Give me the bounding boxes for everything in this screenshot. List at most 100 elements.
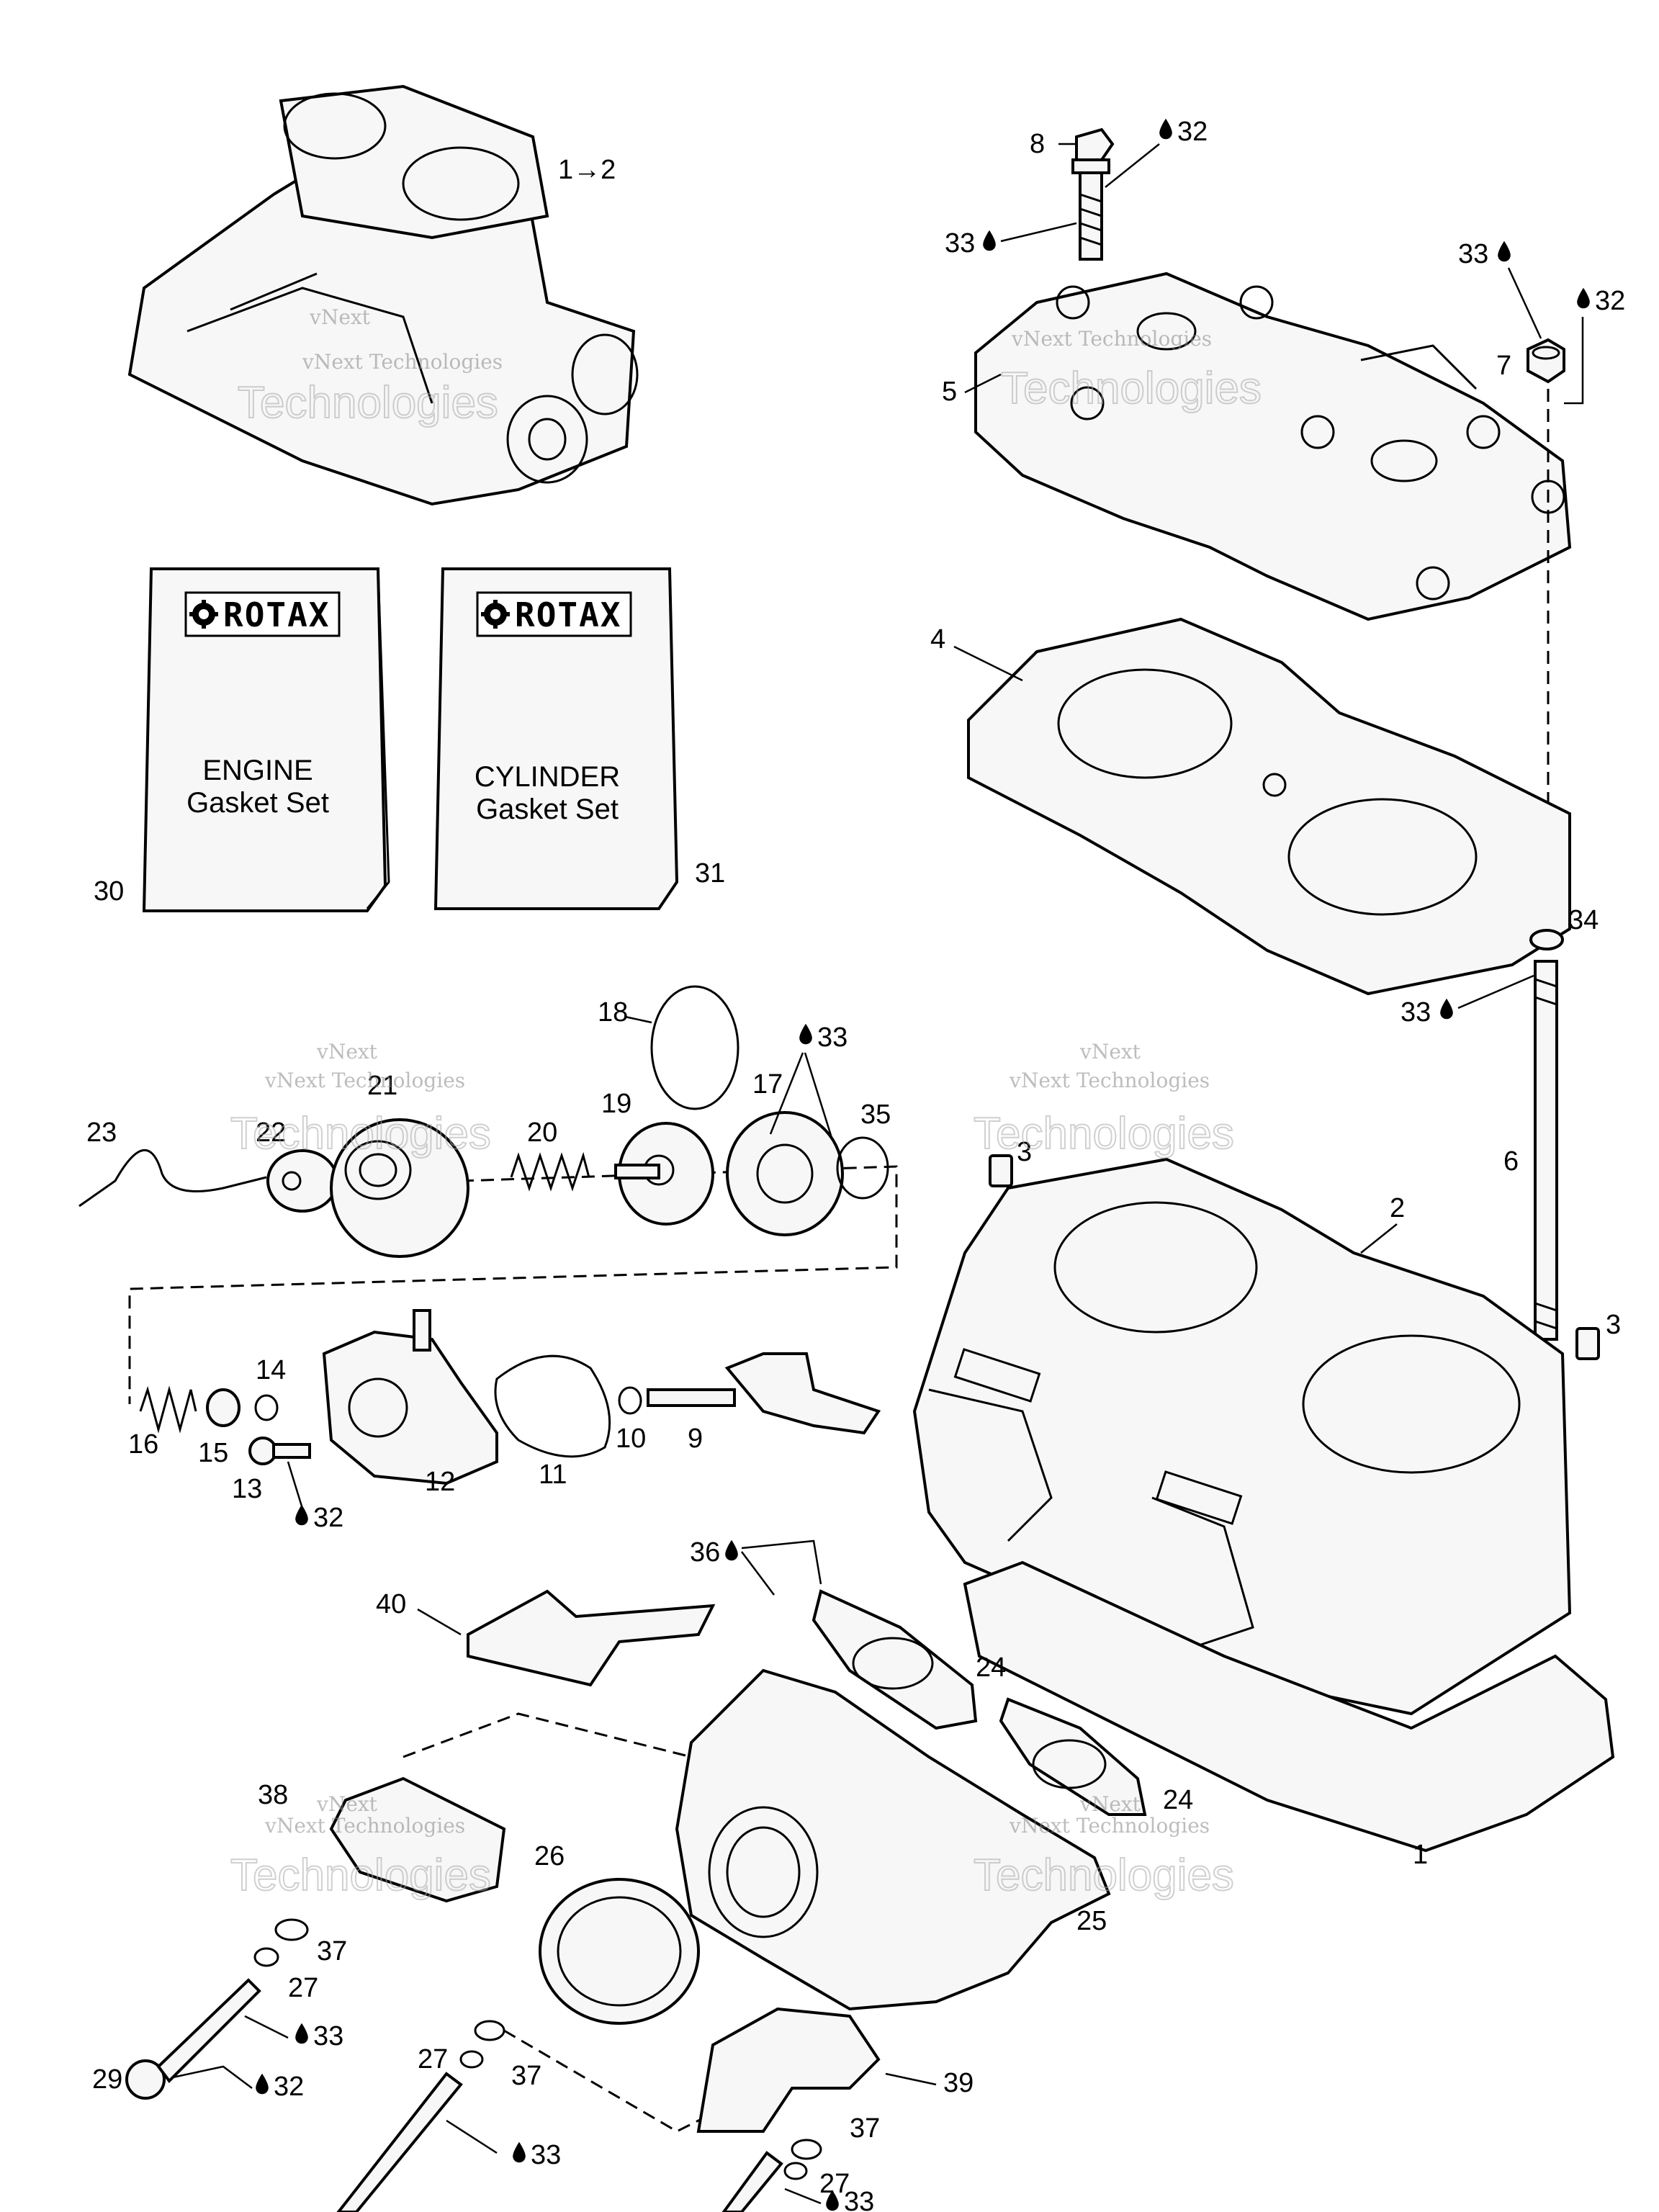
watermark-mid-left: vNext vNext Technologies Technologies bbox=[230, 1040, 492, 1159]
lube-32-nut: 32 bbox=[1595, 286, 1625, 316]
callout-39: 39 bbox=[943, 2068, 974, 2098]
callout-1-2: 1→2 bbox=[558, 155, 616, 185]
washer-34 bbox=[1529, 929, 1564, 950]
cylinder-2 bbox=[912, 1157, 1572, 1716]
oil-drop-icon bbox=[1159, 118, 1172, 140]
callout-38: 38 bbox=[258, 1780, 288, 1810]
callout-7: 7 bbox=[1496, 351, 1511, 381]
screw-13 bbox=[248, 1437, 311, 1465]
long-bolt bbox=[336, 2072, 463, 2212]
o-ring-35 bbox=[836, 1136, 889, 1200]
oil-drop-icon bbox=[295, 2023, 308, 2044]
lube-32-29: 32 bbox=[274, 2072, 304, 2102]
lock-washer-27 bbox=[783, 2162, 808, 2180]
bracket-39 bbox=[696, 2007, 881, 2133]
svg-text:vNext: vNext bbox=[1079, 1792, 1141, 1816]
svg-text:vNext Technologies: vNext Technologies bbox=[1009, 1069, 1210, 1092]
cap-22 bbox=[266, 1149, 338, 1213]
shaft-9 bbox=[647, 1352, 881, 1435]
oil-drop-icon bbox=[983, 230, 996, 251]
gasket-26 bbox=[539, 1878, 700, 2025]
callout-6: 6 bbox=[1503, 1146, 1519, 1177]
lube-33-stud: 33 bbox=[1401, 997, 1431, 1028]
washer-15 bbox=[206, 1388, 240, 1427]
oil-drop-icon bbox=[799, 1023, 812, 1045]
svg-text:Technologies: Technologies bbox=[974, 1109, 1234, 1159]
gasket-11 bbox=[494, 1354, 611, 1458]
callout-16: 16 bbox=[128, 1429, 158, 1460]
cylinder-head-5 bbox=[974, 271, 1572, 621]
o-ring-18 bbox=[650, 985, 739, 1110]
callout-24-bottom: 24 bbox=[1163, 1785, 1193, 1815]
seal-17 bbox=[726, 1111, 844, 1236]
cylinder-kit-subtitle: Gasket Set bbox=[476, 793, 619, 825]
svg-text:Technologies: Technologies bbox=[238, 378, 498, 428]
svg-text:vNext: vNext bbox=[316, 1792, 378, 1816]
callout-27-mid: 27 bbox=[418, 2044, 448, 2074]
callout-12: 12 bbox=[425, 1467, 455, 1497]
oil-drop-icon bbox=[295, 1504, 308, 1526]
svg-text:vNext: vNext bbox=[1079, 1040, 1141, 1064]
callout-9: 9 bbox=[688, 1424, 703, 1454]
short-bolt bbox=[721, 2151, 783, 2212]
watermark-top: vNext vNext Technologies Technologies bbox=[237, 305, 503, 428]
watermark-head: vNext Technologies Technologies bbox=[1000, 327, 1262, 414]
lube-33-nut: 33 bbox=[1458, 239, 1488, 269]
washer-37 bbox=[274, 1918, 309, 1941]
callout-15: 15 bbox=[198, 1438, 228, 1468]
housing-21 bbox=[330, 1118, 469, 1258]
dowel-pin bbox=[1575, 1327, 1600, 1360]
callout-23: 23 bbox=[86, 1118, 117, 1148]
lube-33-bolt: 33 bbox=[945, 228, 975, 258]
oil-drop-icon bbox=[256, 2073, 269, 2095]
callout-26: 26 bbox=[534, 1841, 565, 1871]
o-ring-10 bbox=[618, 1386, 642, 1415]
callout-21: 21 bbox=[367, 1071, 397, 1101]
callout-22: 22 bbox=[256, 1118, 286, 1148]
callout-37-mid: 37 bbox=[511, 2061, 541, 2091]
oil-drop-icon bbox=[1577, 287, 1590, 309]
callout-3-right: 3 bbox=[1606, 1310, 1621, 1340]
oil-drop-icon bbox=[725, 1539, 738, 1561]
callout-35: 35 bbox=[860, 1100, 891, 1130]
callout-3-left: 3 bbox=[1017, 1137, 1032, 1167]
dowel-pin bbox=[989, 1154, 1013, 1187]
cylinder-kit-brand: ROTAX bbox=[515, 595, 621, 634]
bracket-38 bbox=[329, 1776, 506, 1903]
spring-20 bbox=[510, 1151, 590, 1192]
svg-text:Technologies: Technologies bbox=[230, 1109, 491, 1159]
lube-33-left: 33 bbox=[531, 2140, 561, 2170]
gasket-40 bbox=[467, 1589, 716, 1687]
callout-37-right: 37 bbox=[850, 2113, 880, 2144]
svg-text:Technologies: Technologies bbox=[974, 1851, 1234, 1900]
callout-10: 10 bbox=[616, 1424, 646, 1454]
callout-17: 17 bbox=[752, 1069, 783, 1100]
head-bolt-8 bbox=[1071, 127, 1115, 261]
spring-16 bbox=[139, 1385, 197, 1434]
watermark-mid-right: vNext vNext Technologies Technologies bbox=[973, 1040, 1235, 1159]
callout-4: 4 bbox=[930, 624, 945, 655]
lock-washer-27 bbox=[459, 2050, 484, 2069]
lube-32-13: 32 bbox=[313, 1503, 343, 1533]
svg-text:vNext Technologies: vNext Technologies bbox=[264, 1814, 465, 1838]
lube-36: 36 bbox=[690, 1537, 720, 1568]
callout-34: 34 bbox=[1568, 905, 1599, 935]
callout-11: 11 bbox=[539, 1460, 567, 1490]
washer-37 bbox=[791, 2139, 822, 2160]
svg-text:vNext Technologies: vNext Technologies bbox=[1009, 1814, 1210, 1838]
lock-washer-27 bbox=[253, 1947, 279, 1967]
head-nut-7 bbox=[1527, 338, 1565, 384]
pump-housing-12 bbox=[322, 1309, 498, 1485]
exhaust-manifold-25 bbox=[675, 1668, 1111, 2011]
lube-33-28: 33 bbox=[313, 2021, 343, 2051]
callout-14: 14 bbox=[256, 1355, 286, 1385]
stud-6 bbox=[1529, 929, 1564, 1341]
svg-text:Technologies: Technologies bbox=[1001, 364, 1262, 413]
o-ring-14 bbox=[254, 1394, 279, 1421]
spring-clip-23 bbox=[78, 1149, 267, 1208]
callout-40: 40 bbox=[376, 1589, 406, 1619]
bolt-29 bbox=[125, 1978, 261, 2100]
engine-gasket-set-card: ROTAX ENGINE Gasket Set bbox=[142, 567, 390, 912]
oil-drop-icon bbox=[1498, 240, 1511, 262]
lube-33-17: 33 bbox=[817, 1022, 848, 1053]
